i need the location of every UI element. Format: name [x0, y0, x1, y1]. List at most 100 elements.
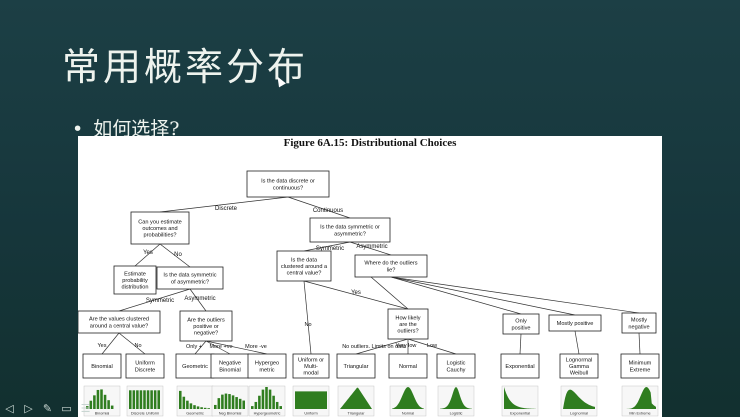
thumbnail-label: Discrete Uniform: [131, 412, 159, 416]
node-label: positive: [512, 325, 531, 331]
node-box: [548, 314, 602, 332]
thumbnail-label: Normal: [402, 412, 414, 416]
node-box: [276, 250, 332, 282]
thumbnail-bar: [103, 394, 107, 409]
edge-label-discrete: Discrete: [215, 206, 238, 212]
thumbnail-bar: [242, 400, 245, 409]
thumbnail-area: [440, 387, 472, 409]
node-box: [247, 353, 287, 379]
edge-label-symmetric2: Symmetric: [316, 246, 344, 252]
node-label: Are the values clustered: [89, 317, 149, 323]
node-label: modal: [303, 371, 318, 377]
edge-label-no3: No: [134, 343, 141, 349]
node-label: Hypergeo: [255, 361, 279, 367]
thumbnail-bar: [268, 389, 272, 409]
thumbnail-bar: [228, 394, 231, 409]
edge-line: [205, 340, 231, 355]
pen-icon[interactable]: ✎: [42, 402, 53, 415]
thumbnail-bar: [217, 398, 221, 409]
node-label: Exponential: [505, 364, 534, 370]
node-label: Binomial: [91, 364, 112, 370]
thumbnail-bar: [251, 406, 254, 409]
leaf-hypergeo-metric: Hypergeometric: [247, 353, 287, 379]
node-box: [621, 312, 657, 334]
thumbnail-normal: Normal: [389, 385, 427, 417]
thumbnail-bar: [89, 400, 93, 409]
edge-line: [390, 276, 640, 314]
thumbnail-bar: [182, 396, 186, 409]
node-label: negative: [628, 324, 649, 330]
thumbnail-bar: [129, 390, 132, 409]
node-box: [500, 353, 540, 379]
node-label: Estimate: [124, 271, 146, 277]
thumbnail-area: [392, 387, 424, 409]
edge-line: [159, 243, 191, 268]
node-label: Multi-: [304, 364, 318, 370]
node-label: Uniform or: [298, 357, 324, 363]
node-label: Extreme: [630, 367, 651, 373]
thumbnail-hypergeometric: Hypergeometric: [248, 385, 286, 417]
node-box: [246, 170, 330, 198]
thumbnail-bar: [96, 389, 100, 409]
thumbnail-bar: [231, 395, 235, 409]
node-box: [78, 310, 161, 334]
node-label: Where do the outliers: [364, 261, 417, 267]
edge-line: [349, 241, 392, 256]
edge-line: [159, 196, 289, 213]
edge-line: [118, 332, 146, 355]
node-label: Uniform: [135, 361, 155, 367]
bullet-text: 如何选择?: [93, 118, 180, 140]
edge-label-more-neg: More -ve: [245, 344, 267, 350]
node-label: outliers?: [397, 329, 418, 335]
node-label: Negative: [219, 361, 241, 367]
leaf-exponential: Exponential: [500, 353, 540, 379]
edge-line: [390, 276, 576, 316]
thumbnail-bar: [189, 403, 193, 409]
node-label: asymmetric?: [334, 231, 366, 237]
thumbnail-bar: [203, 407, 207, 409]
node-box: [113, 265, 157, 295]
thumbnail-label: Geometric: [186, 412, 204, 416]
thumbnail-bar: [143, 390, 146, 409]
menu-icon[interactable]: ☰: [80, 402, 91, 415]
edge-label-no1: No: [174, 252, 182, 258]
thumbnail-bar: [200, 407, 203, 409]
edge-line: [205, 340, 268, 355]
thumbnail-bar: [275, 401, 279, 409]
edge-label-no2: No: [304, 322, 311, 328]
bullet-dot-icon: •: [72, 118, 84, 140]
thumbnail-label: Binomial: [95, 412, 110, 416]
thumbnail-geometric: Geometric: [176, 385, 214, 417]
thumbnail-bar: [235, 397, 238, 409]
edge-line: [638, 332, 641, 355]
node-box: [336, 353, 376, 379]
slides-icon[interactable]: ▭: [61, 402, 72, 415]
thumbnail-bar: [110, 405, 114, 409]
node-label: distribution: [121, 285, 148, 291]
next-arrow-icon[interactable]: ▷: [24, 402, 33, 415]
leaf-triangular: Triangular: [336, 353, 376, 379]
edge-label-continuous: Continuous: [313, 208, 343, 214]
thumbnail-area: [295, 391, 327, 409]
thumbnail-area: [563, 389, 595, 409]
edge-label-yes2: Yes: [351, 290, 361, 296]
node-label: probabilities?: [144, 233, 177, 239]
node-box: [620, 353, 660, 379]
node-label: Mostly: [631, 318, 647, 324]
leaf-normal: Normal: [388, 353, 428, 379]
thumbnail-bar: [279, 406, 282, 409]
edge-label-yes3: Yes: [98, 343, 107, 349]
node-box: [179, 310, 233, 342]
thumbnail-bar: [193, 405, 196, 409]
prev-arrow-icon[interactable]: ◁: [5, 402, 14, 415]
edge-line: [134, 243, 161, 267]
